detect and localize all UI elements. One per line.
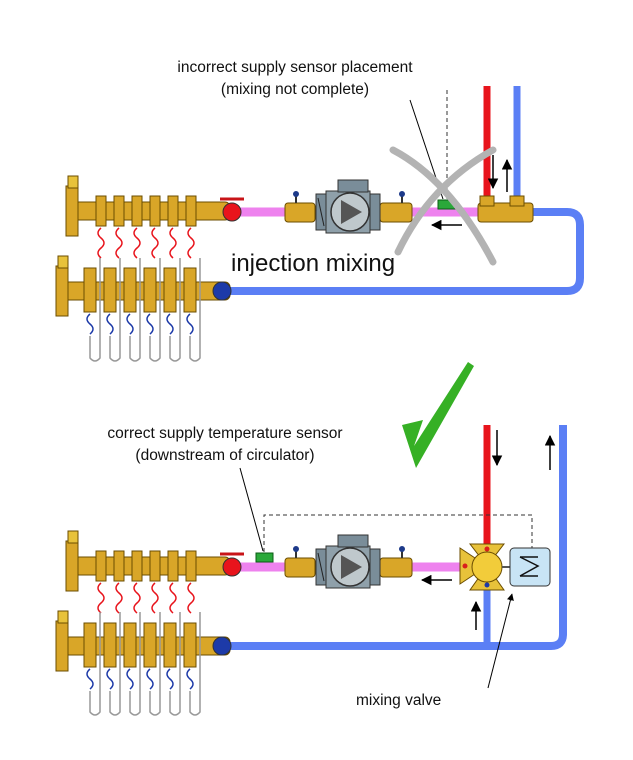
top-circulator-pump xyxy=(284,179,413,234)
bottom-supply-sensor xyxy=(255,552,274,563)
top-supply-loops xyxy=(97,227,195,259)
diagram-title: injection mixing xyxy=(231,250,396,277)
bottom-return-pipe xyxy=(230,425,567,650)
mixing-valve xyxy=(459,543,510,591)
bottom-circulator-pump xyxy=(284,534,413,589)
bottom-return-manifold xyxy=(55,610,232,672)
top-system xyxy=(55,86,584,362)
valve-actuator xyxy=(509,547,551,587)
bottom-note-line2: (downstream of circulator) xyxy=(135,447,315,464)
top-return-pipe xyxy=(230,208,584,295)
bottom-supply-manifold xyxy=(65,530,244,592)
bottom-return-loops xyxy=(86,612,201,716)
bottom-system xyxy=(55,425,567,716)
top-return-loops xyxy=(86,258,201,362)
x-mark-icon xyxy=(389,146,497,266)
mixing-valve-label: mixing valve xyxy=(356,692,442,709)
bottom-note-leader xyxy=(239,467,264,552)
bottom-supply-loops xyxy=(97,582,195,614)
bottom-sensor-wire xyxy=(263,514,533,552)
top-note-line2: (mixing not complete) xyxy=(220,81,370,98)
closely-spaced-tees xyxy=(477,195,534,223)
top-note-line1: incorrect supply sensor placement xyxy=(177,59,413,76)
top-return-manifold xyxy=(55,255,232,317)
top-supply-manifold xyxy=(65,175,244,237)
bottom-note-line1: correct supply temperature sensor xyxy=(107,425,343,442)
checkmark-icon xyxy=(402,362,474,468)
valve-label-leader xyxy=(487,593,514,689)
